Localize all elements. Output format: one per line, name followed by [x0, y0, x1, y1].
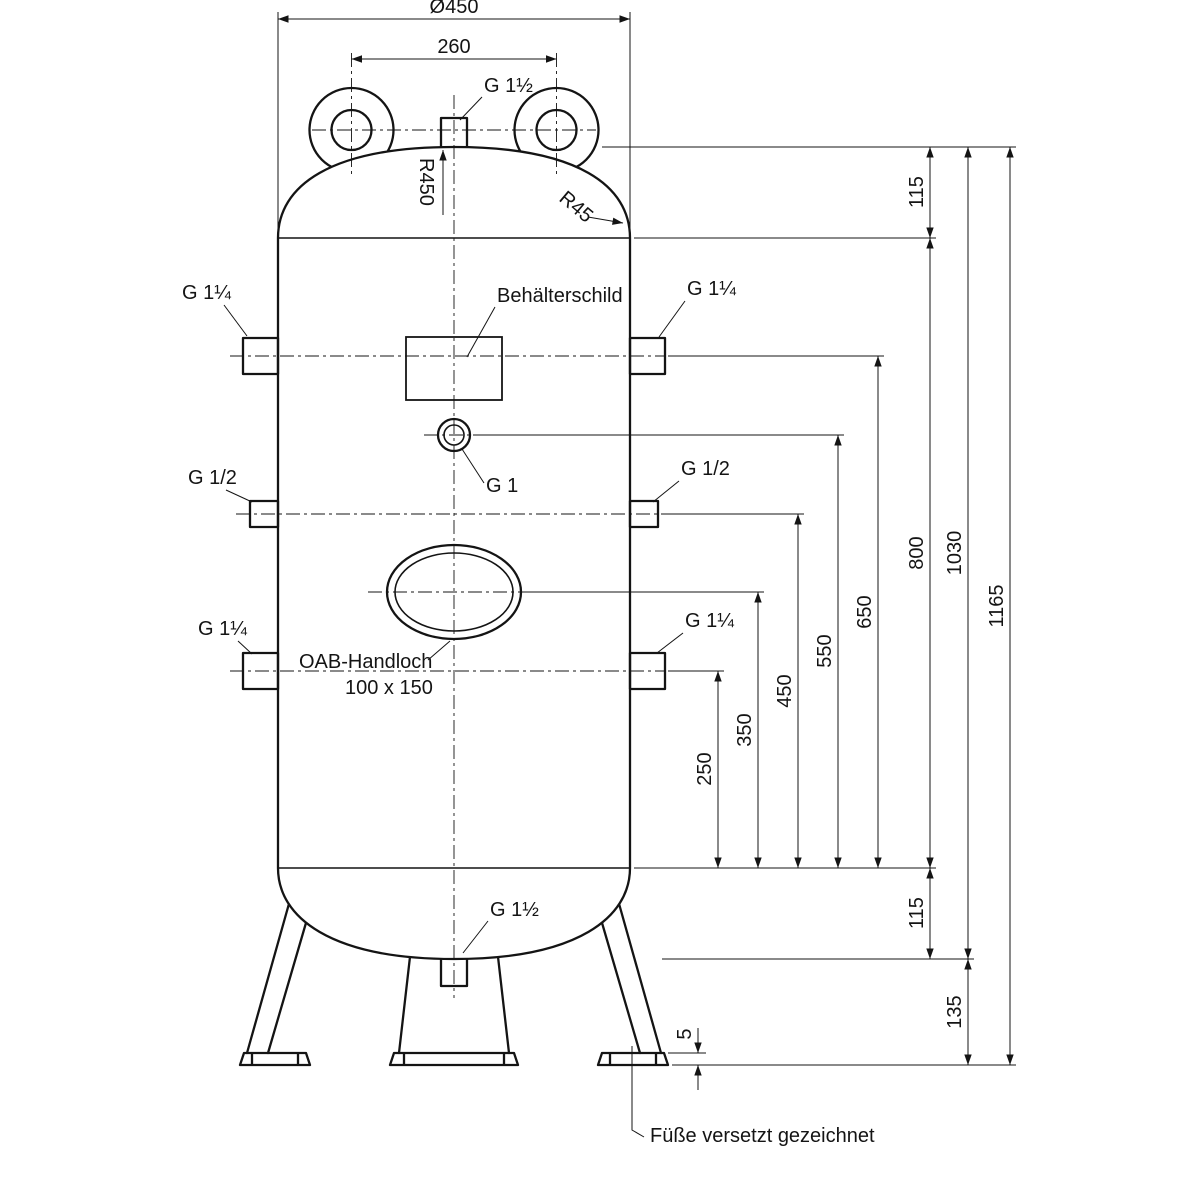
handhole-label-line1: OAB-Handloch: [299, 651, 432, 673]
labels: Ø450 260 G 1½ R450 R45 G 1¼ G 1/2 G 1¼ G…: [182, 0, 1008, 1147]
connection-left-upper-label: G 1¼: [182, 282, 231, 304]
leader-lines: [223, 96, 686, 1138]
dim-450: 450: [774, 674, 796, 707]
dim-bottom-head: 115: [906, 897, 928, 929]
support-legs: [238, 891, 670, 1067]
dim-650: 650: [854, 595, 876, 628]
dim-outer-diameter: Ø450: [430, 0, 479, 18]
connection-front-label: G 1: [486, 475, 518, 497]
connection-top-label: G 1½: [484, 75, 533, 97]
centerlines: [230, 53, 666, 998]
dim-tangent-height: 1030: [944, 531, 966, 576]
connection-right-upper-label: G 1¼: [687, 278, 736, 300]
handhole-label-line2: 100 x 150: [345, 677, 433, 699]
dim-250: 250: [694, 752, 716, 785]
dim-leg-height: 135: [944, 995, 966, 1028]
connection-right-lower-label: G 1¼: [685, 610, 734, 632]
dim-550: 550: [814, 634, 836, 667]
dim-lug-spacing: 260: [437, 36, 470, 58]
dim-foot-plate: 5: [674, 1028, 696, 1039]
extension-lines: [277, 12, 1016, 1066]
nameplate-label: Behälterschild: [497, 285, 623, 307]
connection-right-middle-label: G 1/2: [681, 458, 730, 480]
feet-note: Füße versetzt gezeichnet: [650, 1125, 875, 1147]
dim-top-head: 115: [906, 176, 928, 208]
connection-left-lower-label: G 1¼: [198, 618, 247, 640]
connection-left-middle-label: G 1/2: [188, 467, 237, 489]
connection-bottom-label: G 1½: [490, 899, 539, 921]
dimension-lines: [278, 15, 1014, 1090]
dim-overall-height: 1165: [986, 584, 1008, 627]
dim-350: 350: [734, 713, 756, 746]
dim-crown-radius: R450: [415, 158, 437, 206]
dim-shell: 800: [906, 536, 928, 569]
